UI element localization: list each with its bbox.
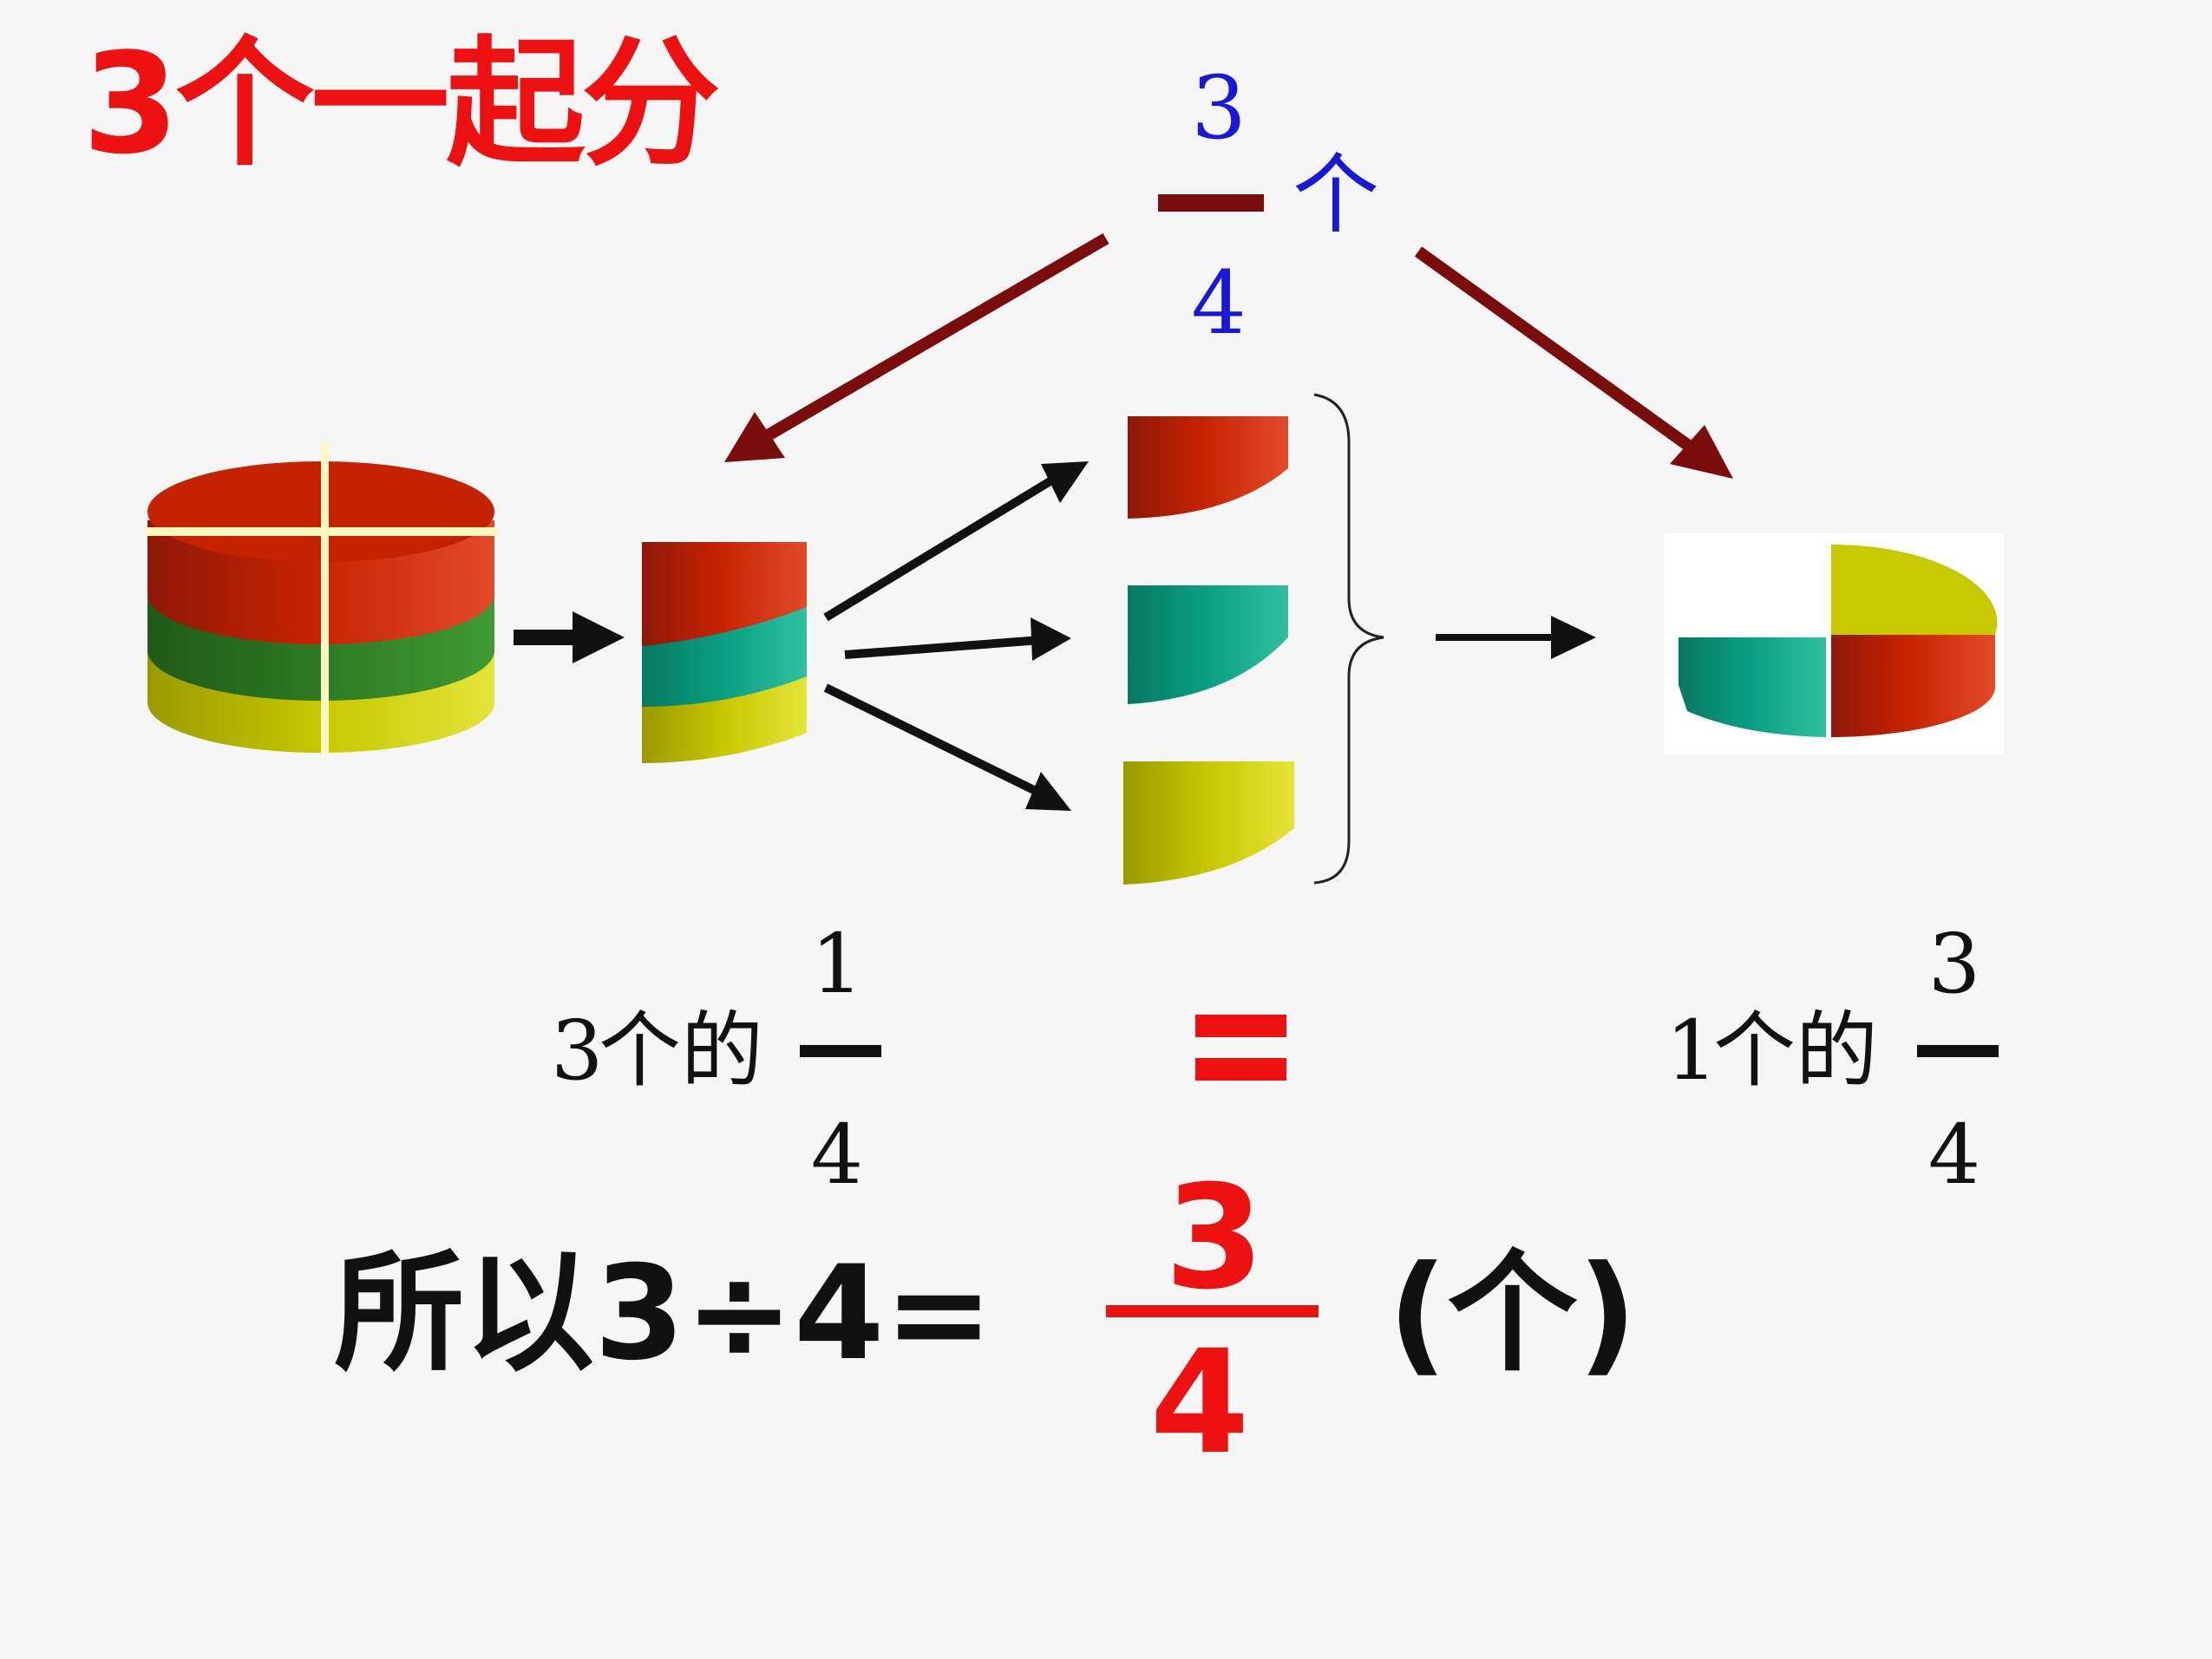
top-fraction-unit: 个: [1293, 144, 1379, 245]
left-expr-text: 个的: [599, 1003, 764, 1099]
left-fraction-bar: [800, 1045, 881, 1057]
left-expr-denominator: 4: [810, 1107, 864, 1203]
right-expr-numerator: 3: [1927, 917, 1981, 1012]
conclusion-prefix: 所以3÷4=: [334, 1238, 994, 1389]
left-expr-whole: 3: [551, 1003, 604, 1099]
arrow-to-combined: [1436, 616, 1596, 659]
conclusion-denominator: 4: [1149, 1319, 1250, 1486]
top-fraction-bar: [1158, 194, 1264, 212]
right-expr-text: 个的: [1713, 1003, 1879, 1099]
top-fraction-denominator: 4: [1191, 252, 1247, 354]
equals-sign: [1195, 1015, 1286, 1082]
top-fraction-numerator: 3: [1191, 57, 1247, 159]
conclusion-numerator: 3: [1164, 1154, 1265, 1321]
right-expr-denominator: 4: [1927, 1107, 1981, 1203]
whole-cakes-stack: [146, 442, 498, 754]
right-fraction-bar: [1917, 1045, 1999, 1057]
right-expr-whole: 1: [1666, 1003, 1718, 1099]
arrow-cake-to-quarters: [514, 611, 625, 663]
conclusion-unit: (个): [1388, 1238, 1638, 1389]
curly-brace: [1313, 393, 1384, 885]
dark-arrows-from-fraction: [724, 232, 1733, 479]
red-quarter-piece: [1128, 416, 1288, 519]
page-title: 3个一起分: [82, 23, 720, 185]
left-expr-numerator: 1: [810, 917, 864, 1012]
three-quarter-cake: [1664, 533, 2004, 754]
arrows-to-pieces: [823, 461, 1089, 811]
conclusion-fraction-bar: [1106, 1305, 1319, 1317]
stacked-quarters: [642, 542, 807, 763]
yellow-quarter-piece: [1123, 761, 1294, 885]
teal-quarter-piece: [1128, 585, 1288, 704]
